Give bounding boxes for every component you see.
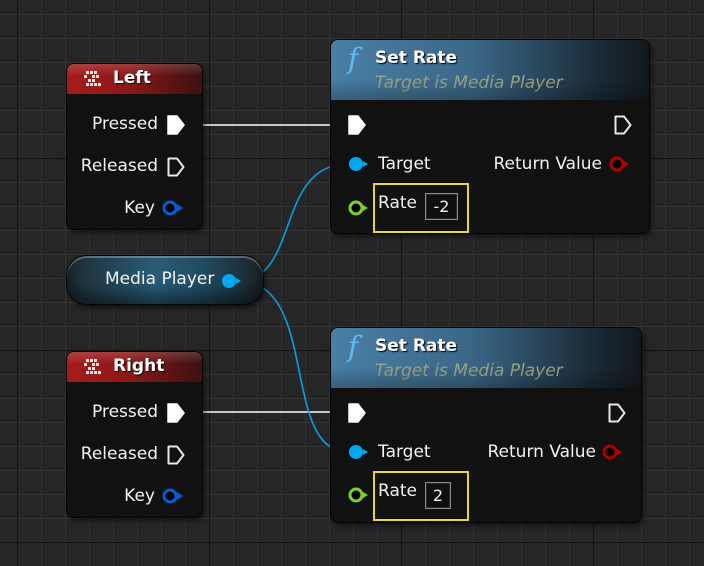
key-struct-pin-icon[interactable] xyxy=(162,200,184,216)
return-value-pin-icon[interactable] xyxy=(602,444,624,460)
rate-float-pin-icon[interactable] xyxy=(348,487,370,503)
event-node-header[interactable]: Left xyxy=(67,64,202,94)
set-rate-node-bottom[interactable]: f Set Rate Target is Media Player Target… xyxy=(331,328,641,522)
rate-value-input[interactable]: 2 xyxy=(425,482,451,509)
pin-label-rate: Rate xyxy=(378,193,417,213)
pin-label-return-value: Return Value xyxy=(487,442,597,462)
function-node-header[interactable]: f Set Rate Target is Media Player xyxy=(331,328,641,388)
key-struct-pin-icon[interactable] xyxy=(162,488,184,504)
function-node-title: Set Rate xyxy=(375,48,458,68)
rate-float-pin-icon[interactable] xyxy=(348,200,370,216)
rate-pin-selection-highlight xyxy=(373,471,469,521)
exec-out-pin-icon[interactable] xyxy=(608,403,626,423)
function-node-header[interactable]: f Set Rate Target is Media Player xyxy=(331,40,649,100)
function-icon: f xyxy=(348,330,359,363)
pin-label-pressed: Pressed xyxy=(92,402,158,422)
function-node-subtitle: Target is Media Player xyxy=(375,73,563,93)
exec-out-pin-icon[interactable] xyxy=(614,115,632,135)
set-rate-node-top[interactable]: f Set Rate Target is Media Player Target… xyxy=(331,40,649,233)
event-node-title: Right xyxy=(113,356,165,376)
keyboard-icon xyxy=(84,359,101,374)
pin-label-target: Target xyxy=(378,154,431,174)
event-node-header[interactable]: Right xyxy=(67,352,202,382)
function-node-subtitle: Target is Media Player xyxy=(375,361,563,381)
target-object-pin-icon[interactable] xyxy=(348,444,370,460)
variable-label: Media Player xyxy=(105,269,215,289)
exec-in-pin-icon[interactable] xyxy=(348,403,366,423)
event-node-title: Left xyxy=(113,68,151,88)
exec-in-pin-icon[interactable] xyxy=(348,115,366,135)
exec-out-pin-released-icon[interactable] xyxy=(167,445,185,465)
input-event-node-left[interactable]: Left Pressed Released Key xyxy=(67,64,202,229)
input-event-node-right[interactable]: Right Pressed Released Key xyxy=(67,352,202,517)
pin-label-key: Key xyxy=(124,486,155,506)
exec-out-pin-pressed-icon[interactable] xyxy=(167,115,185,135)
rate-value-input[interactable]: -2 xyxy=(425,193,458,220)
target-object-pin-icon[interactable] xyxy=(348,156,370,172)
pin-label-target: Target xyxy=(378,442,431,462)
object-out-pin-icon[interactable] xyxy=(221,273,243,289)
return-value-pin-icon[interactable] xyxy=(609,156,631,172)
function-node-title: Set Rate xyxy=(375,336,458,356)
keyboard-icon xyxy=(84,71,101,86)
pin-label-pressed: Pressed xyxy=(92,114,158,134)
pin-label-released: Released xyxy=(80,156,158,176)
pin-label-key: Key xyxy=(124,198,155,218)
pin-label-released: Released xyxy=(80,444,158,464)
exec-out-pin-pressed-icon[interactable] xyxy=(167,403,185,423)
media-player-variable-node[interactable]: Media Player xyxy=(67,256,263,304)
pin-label-return-value: Return Value xyxy=(493,154,603,174)
function-icon: f xyxy=(348,42,359,75)
pin-label-rate: Rate xyxy=(378,481,417,501)
rate-pin-selection-highlight xyxy=(373,183,469,233)
exec-out-pin-released-icon[interactable] xyxy=(167,157,185,177)
